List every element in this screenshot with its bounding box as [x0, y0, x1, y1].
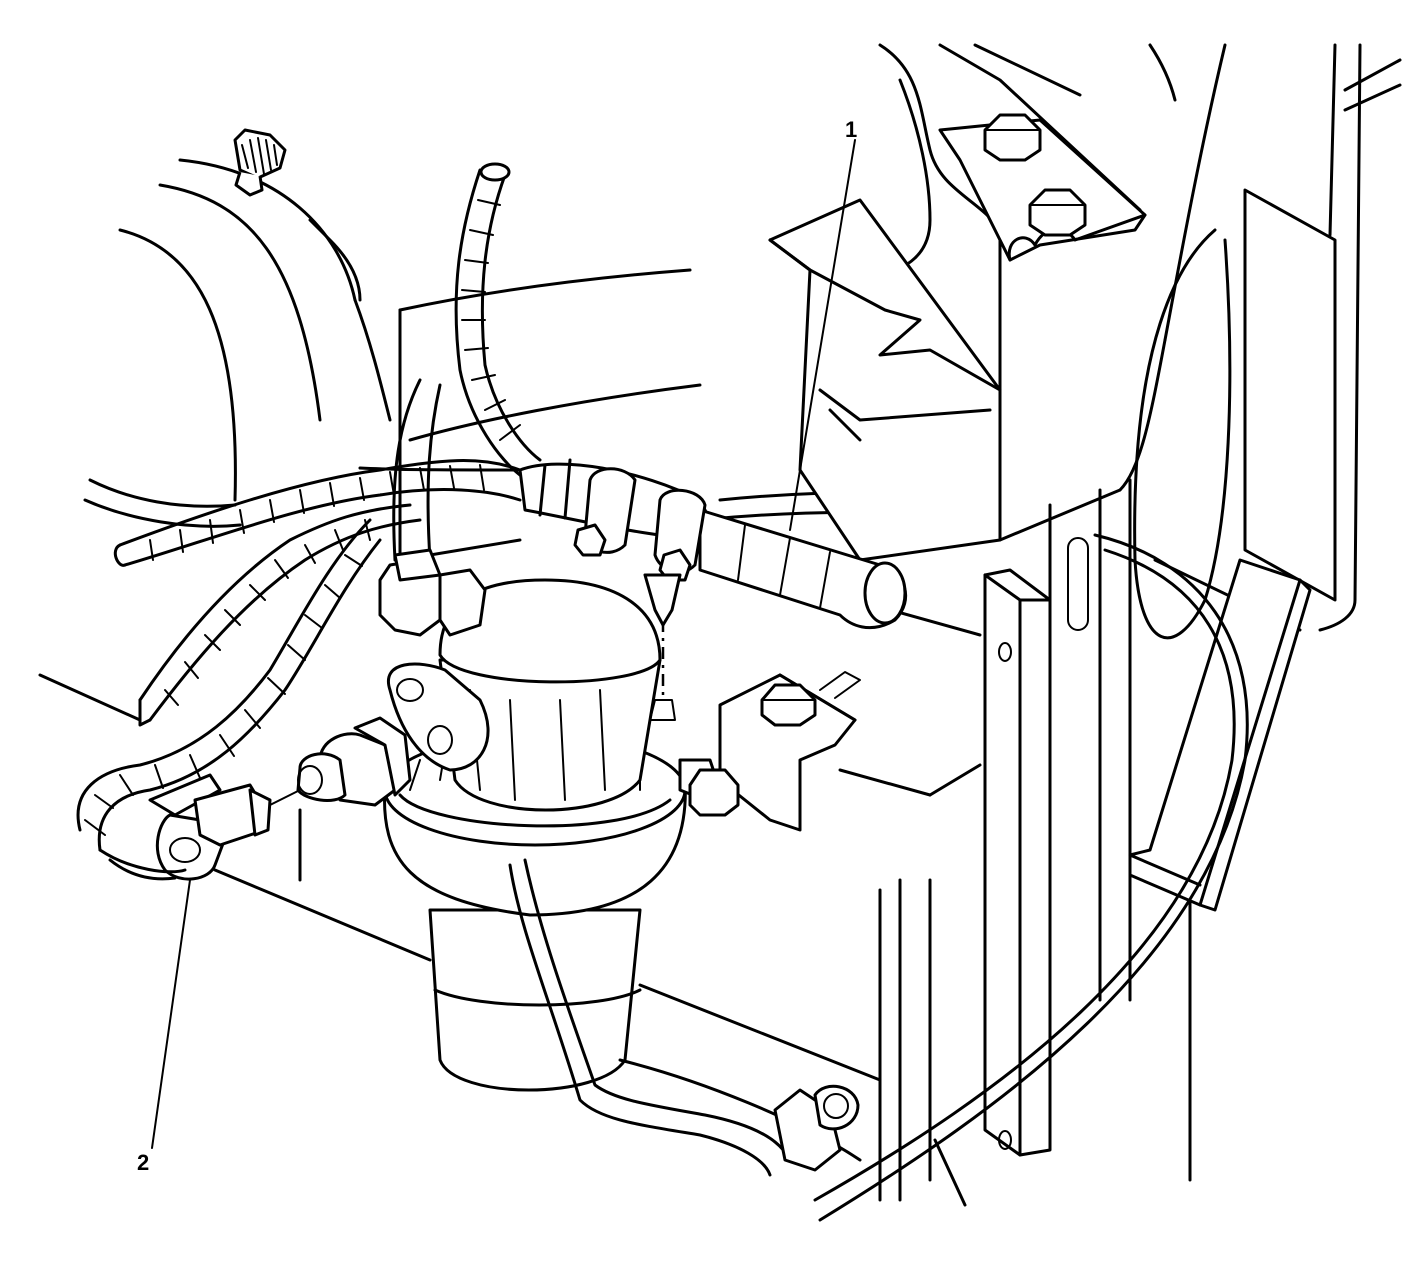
line-fitting-icon: [773, 1084, 860, 1172]
connector-icon: [148, 773, 272, 881]
wire-harness-icon: [76, 162, 542, 881]
ground-lines: [213, 808, 967, 1207]
callout-2: 2: [137, 879, 191, 1175]
callout-1-label: 1: [845, 117, 857, 142]
callout-2-label: 2: [137, 1150, 149, 1175]
slotted-bracket: [878, 478, 1192, 1202]
bracket-bolt-icon: [760, 683, 817, 727]
fitting-icon: [296, 716, 412, 807]
hose-clamp-icon: [573, 467, 707, 582]
cap-icon: [233, 128, 287, 197]
pipe-icon: [813, 228, 1249, 1222]
angle-bracket: [1128, 558, 1312, 912]
pump-icon: [378, 558, 687, 1092]
frame-rail: [868, 43, 1402, 632]
clamp-bolt-icon: [678, 758, 740, 817]
nozzle-icon: [643, 573, 682, 627]
engine-cover-panel: [38, 158, 702, 722]
bracket-icon: [768, 198, 1002, 562]
bolt-channel: [938, 118, 1147, 262]
bolt-icon: [983, 113, 1087, 237]
callout-1: 1: [789, 117, 857, 531]
